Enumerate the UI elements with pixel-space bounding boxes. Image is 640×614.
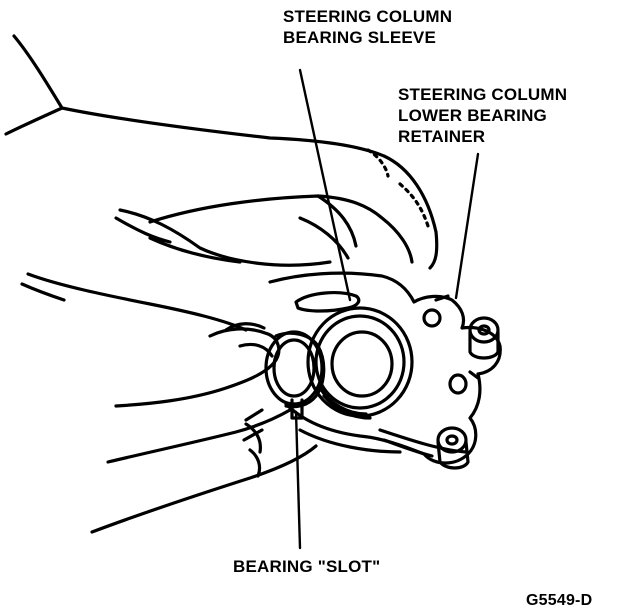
bearing-slot-callout-label: BEARING "SLOT" — [233, 557, 381, 576]
finger-bottom — [106, 408, 292, 464]
upper-hand-finger-lower — [118, 208, 332, 267]
cuff-hatch — [242, 408, 264, 442]
leader-retainer — [454, 152, 480, 300]
bore-inner-ring — [330, 330, 394, 398]
leader-lines — [294, 68, 480, 550]
boss-upper-right — [468, 316, 500, 344]
sleeve-label-line-2: BEARING SLEEVE — [283, 28, 436, 47]
retainer-label-line-2: LOWER BEARING — [398, 106, 547, 125]
retainer-label-line-3: RETAINER — [398, 127, 486, 146]
thumb-tip — [224, 322, 274, 358]
finger-knuckle — [244, 422, 262, 478]
retainer-lower-edge — [298, 428, 402, 454]
fingernail — [366, 148, 430, 228]
bearing-ring — [264, 330, 326, 420]
bore-shading — [318, 386, 372, 420]
boss-lower-right-cylinder — [436, 440, 470, 470]
lower-hand-wrist — [26, 272, 248, 332]
lower-bearing-retainer — [268, 271, 502, 465]
sleeve-label-line-1: STEERING COLUMN — [283, 7, 453, 26]
retainer-slot-oval — [294, 291, 361, 313]
upper-hand-outline — [4, 34, 439, 270]
bearing-sleeve-bore — [306, 306, 414, 420]
upper-hand-finger-line — [148, 194, 414, 264]
boss-lower-right — [436, 426, 468, 454]
leader-slot — [294, 410, 302, 550]
sleeve-callout-label: STEERING COLUMN BEARING SLEEVE — [283, 6, 452, 48]
thumb-outline — [114, 327, 281, 408]
boss-lower-right-hole — [445, 434, 459, 446]
retainer-mount-hole-2 — [448, 373, 468, 395]
boss-upper-right-cylinder — [468, 330, 500, 360]
retainer-mount-hole-1 — [422, 308, 442, 328]
leader-sleeve — [298, 68, 352, 302]
boss-upper-right-hole — [477, 324, 491, 336]
upper-hand-illustration — [4, 34, 439, 270]
upper-hand-knuckle — [298, 194, 358, 260]
retainer-label-line-1: STEERING COLUMN — [398, 85, 568, 104]
upper-hand-cuff — [114, 216, 242, 264]
retainer-mounting-bosses — [422, 294, 500, 470]
bearing-inner-face — [272, 338, 316, 398]
lower-hand-illustration — [20, 272, 318, 534]
retainer-mount-detail — [434, 294, 480, 380]
lower-hand-wrist-top — [20, 282, 66, 302]
bore-middle-ring — [314, 314, 406, 410]
retainer-callout-label: STEERING COLUMN LOWER BEARING RETAINER — [398, 84, 567, 147]
figure-id-label: G5549-D — [526, 592, 593, 609]
